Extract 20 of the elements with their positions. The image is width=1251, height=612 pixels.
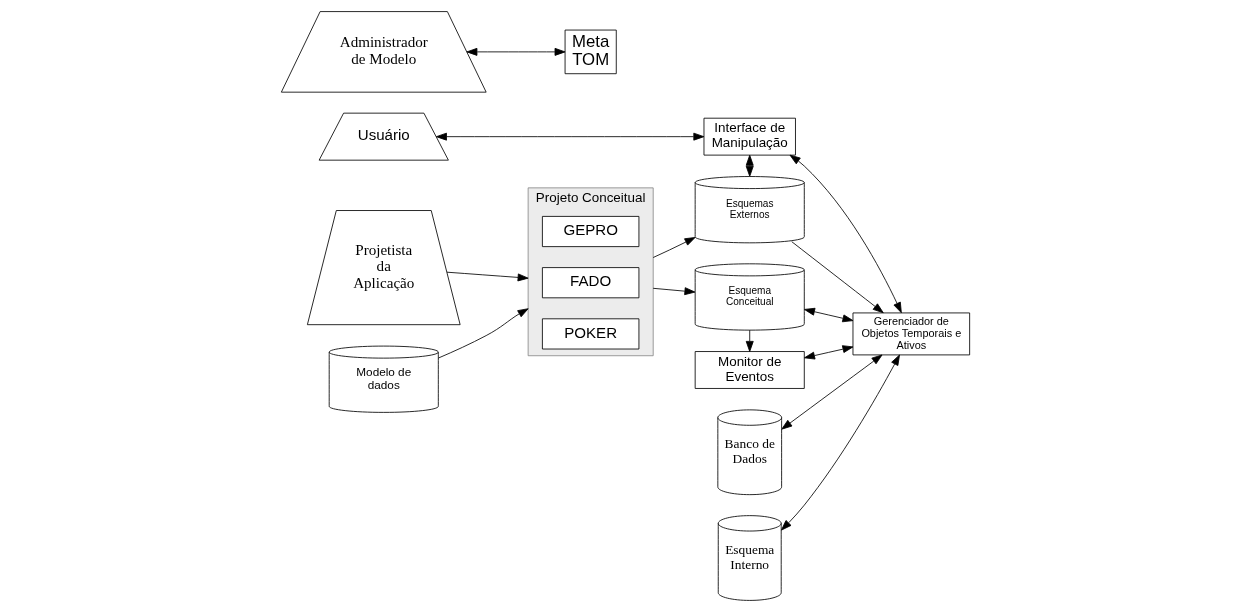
arrow	[437, 308, 529, 359]
node-box: Monitor de Eventos	[694, 351, 805, 389]
arrow	[745, 329, 754, 352]
node-box: Interface de Manipulação	[703, 117, 796, 156]
node-box: POKER	[542, 318, 640, 350]
arrow	[791, 241, 884, 314]
arrow	[804, 307, 854, 323]
arrow	[652, 287, 696, 296]
arrow	[446, 271, 529, 282]
arrow	[652, 237, 696, 258]
arrow	[804, 345, 854, 360]
node-box: Gerenciador de Objetos Temporais e Ativos	[852, 312, 971, 356]
arrow	[466, 47, 566, 56]
arrow	[789, 154, 902, 314]
node-box: GEPRO	[542, 216, 640, 248]
arrow	[781, 354, 900, 531]
node-box: Meta TOM	[564, 29, 617, 75]
arrow	[436, 132, 705, 141]
node-box: FADO	[542, 267, 640, 299]
arrow	[781, 354, 883, 430]
